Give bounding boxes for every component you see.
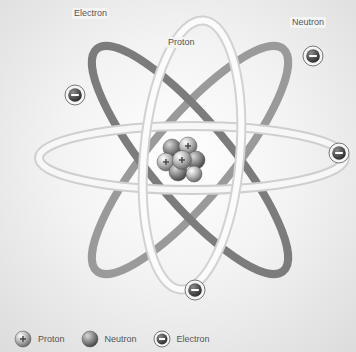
orbit-band [39,126,345,190]
orbit-band [132,16,251,293]
proton-ball [15,331,31,347]
electron-ball [156,334,167,345]
legend-item: Proton [14,330,65,348]
electron [329,143,349,163]
electron [303,46,323,66]
electron-ring [154,331,170,347]
electron-ring [329,143,349,163]
proton-ball [173,151,192,170]
legend-icon [81,330,99,348]
orbit-band [66,23,314,297]
electron-ball [306,49,320,63]
legend-text: Proton [38,334,65,344]
legend-text: Electron [177,334,210,344]
electron-ball [68,88,82,102]
minus-sign [309,55,317,57]
electron [185,280,205,300]
orbit-label: Electron [72,8,109,19]
plus-sign [163,143,191,165]
legend-icon [14,330,32,348]
orbits [39,16,345,296]
electron-ring [303,46,323,66]
electron-ring [185,280,205,300]
nucleus [157,137,205,182]
minus-sign [71,94,79,96]
minus-sign [159,338,165,340]
legend-item: Electron [153,330,210,348]
orbit-band [132,16,251,293]
electron [65,85,85,105]
orbit-label: Proton [166,37,197,48]
neutron-ball [82,331,98,347]
electron-ball [188,283,202,297]
orbit-band [66,23,314,297]
electron-ring [65,85,85,105]
legend-icon [153,330,171,348]
electrons [65,46,349,300]
orbit-label: Neutron [290,17,326,28]
legend-item: Neutron [81,330,137,348]
legend-text: Neutron [105,334,137,344]
proton-ball [186,166,202,182]
orbit-band [39,126,345,190]
legend: Proton Neutron Electron [14,330,226,348]
plus-sign [20,336,26,342]
electron-ball [332,146,346,160]
minus-sign [191,289,199,291]
minus-sign [335,152,343,154]
